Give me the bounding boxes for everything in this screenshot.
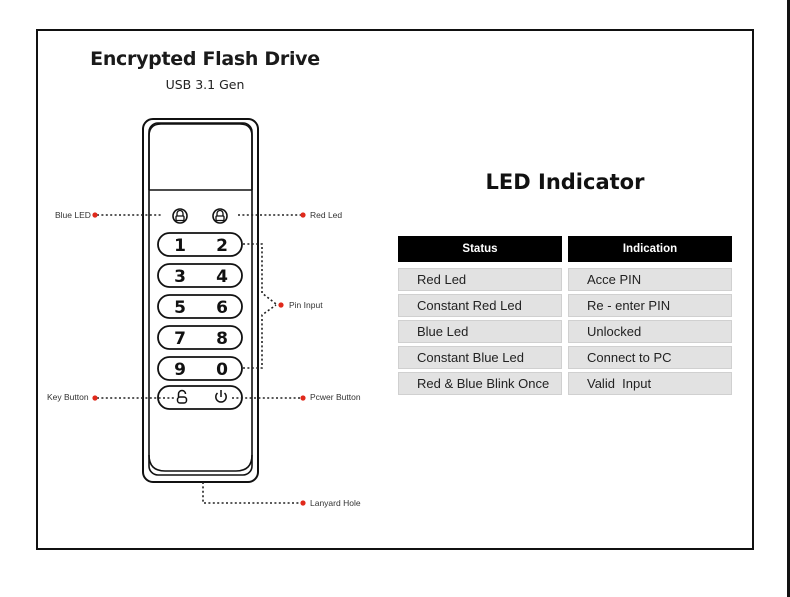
callout-red-led: Red Led: [310, 210, 343, 220]
key-icon[interactable]: [176, 389, 188, 404]
keypad-digit[interactable]: 4: [216, 267, 228, 287]
edge-divider: [787, 0, 790, 597]
function-key-row: [157, 385, 243, 410]
keypad-key-pill: [157, 232, 243, 257]
keypad-key-pill: [157, 356, 243, 381]
table-cell-indication: Re - enter PIN: [568, 294, 732, 317]
device-cap-panel: [148, 123, 253, 190]
power-icon[interactable]: [215, 390, 227, 403]
pin-input-leader: [243, 243, 277, 369]
keypad-digit[interactable]: 9: [174, 360, 186, 380]
callout-power-button: Pcwer Button: [310, 392, 361, 402]
led-indicator-title: LED Indicator: [485, 170, 645, 194]
device-bottom-panel: [148, 454, 253, 472]
keypad-digit[interactable]: 3: [174, 267, 186, 287]
table-cell-status: Red Led: [398, 268, 562, 291]
blue-led-lock-icon: [172, 208, 188, 224]
table-cell-status: Constant Blue Led: [398, 346, 562, 369]
keypad-key-pill: [157, 294, 243, 319]
product-title: Encrypted Flash Drive: [90, 48, 320, 70]
lanyard-hole-dot: [300, 500, 306, 506]
keypad-digit[interactable]: 1: [174, 236, 186, 256]
callout-blue-led: Blue LED: [55, 210, 91, 220]
keypad-digit[interactable]: 8: [216, 329, 228, 349]
table-header-status: Status: [398, 236, 562, 262]
key-button-dot: [92, 395, 98, 401]
table-cell-indication: Connect to PC: [568, 346, 732, 369]
red-led-lock-icon: [212, 208, 228, 224]
table-cell-status: Constant Red Led: [398, 294, 562, 317]
table-cell-indication: Unlocked: [568, 320, 732, 343]
keypad-digit[interactable]: 0: [216, 360, 228, 380]
red-led-dot: [300, 212, 306, 218]
keypad-key-pill: [157, 325, 243, 350]
keypad-digit[interactable]: 7: [174, 329, 186, 349]
table-cell-indication: Valid Input: [568, 372, 732, 395]
table-header-indication: Indication: [568, 236, 732, 262]
blue-led-dot: [92, 212, 98, 218]
keypad-key-pill: [157, 263, 243, 288]
pin-input-dot: [278, 302, 284, 308]
table-cell-status: Red & Blue Blink Once: [398, 372, 562, 395]
table-cell-indication: Acce PIN: [568, 268, 732, 291]
diagram-frame: [36, 29, 754, 550]
callout-lanyard-hole: Lanyard Hole: [310, 498, 361, 508]
table-cell-status: Blue Led: [398, 320, 562, 343]
callout-pin-input: Pin Input: [289, 300, 323, 310]
product-subtitle: USB 3.1 Gen: [165, 77, 245, 92]
keypad-digit[interactable]: 6: [216, 298, 228, 318]
keypad-digit[interactable]: 2: [216, 236, 228, 256]
function-key-pill: [157, 385, 243, 410]
callout-key-button: Key Button: [47, 392, 89, 402]
keypad-digit[interactable]: 5: [174, 298, 186, 318]
lanyard-hole-leader: [202, 482, 302, 504]
power-button-dot: [300, 395, 306, 401]
